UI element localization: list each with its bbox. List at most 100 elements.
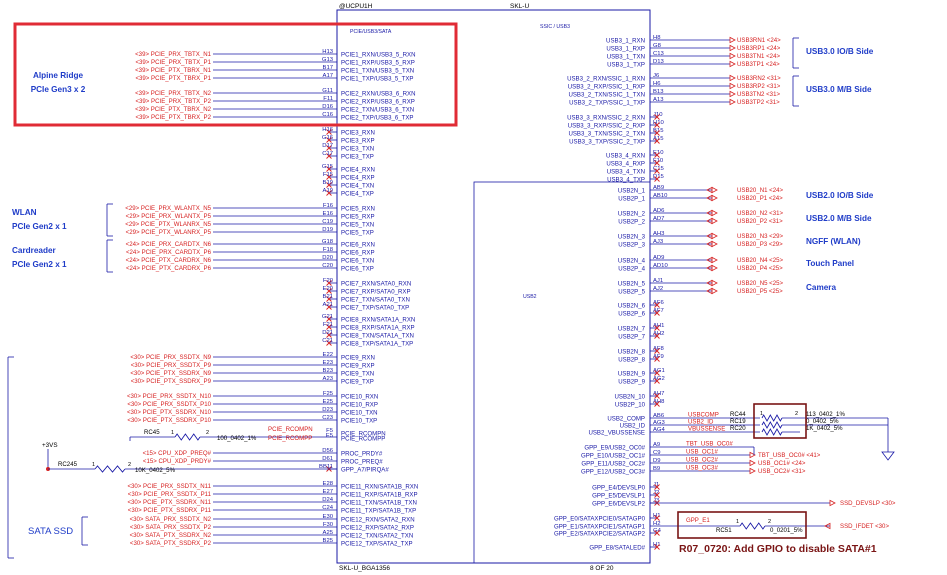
usb3-ball: H8 — [653, 35, 661, 41]
left-pin-name: PCIE9_TXN — [341, 371, 374, 378]
usb-misc-pin-name: USB2_VBUSSENSE — [588, 430, 645, 437]
nc-stroke — [326, 153, 332, 159]
left-ball: A21 — [323, 302, 333, 308]
left-ball: E30 — [323, 514, 334, 520]
left-net-label: <29> PCIE_PTX_WLANRX_P5 — [126, 229, 212, 236]
nc-stroke — [654, 378, 660, 384]
usb2-net-label: USB20_N4 <25> — [737, 257, 784, 264]
nc-stroke — [326, 288, 332, 294]
left-pin-name: PCIE3_TXP — [341, 154, 374, 161]
nc-stroke — [326, 340, 332, 346]
usb2-pin-name: USB2P_9 — [618, 379, 645, 386]
no-connect-mark — [654, 176, 660, 182]
usb2-ball: AJ2 — [653, 286, 663, 292]
usb2-net-label: USB20_N3 <29> — [737, 233, 784, 240]
chip-page: 8 OF 20 — [590, 565, 614, 572]
left-pin-name: PCIE11_RXN/SATA1B_RXN — [341, 484, 418, 491]
left-ball: A25 — [323, 530, 334, 536]
pin-number: 2 — [795, 411, 798, 417]
left-ball: C23 — [322, 415, 334, 421]
nc-stroke — [654, 152, 660, 158]
left-ball: D21 — [322, 330, 333, 336]
nc-stroke — [654, 356, 660, 362]
usb2-net-label: USB20_P5 <25> — [737, 288, 783, 295]
nc-stroke — [326, 324, 332, 330]
left-net-label: <29> PCIE_PTX_WLANRX_N5 — [125, 221, 211, 228]
left-pin-name: PCIE11_RXP/SATA1B_RXP — [341, 492, 418, 499]
nc-stroke — [326, 174, 332, 180]
usb2-net-label: USB20_N1 <24> — [737, 187, 784, 194]
side-label: Touch Panel — [806, 259, 854, 268]
nc-stroke — [654, 393, 660, 399]
group-label-wlan: WLAN — [12, 208, 37, 217]
left-ball: B23 — [323, 368, 334, 374]
gpp-ball: G4 — [653, 528, 662, 534]
rc45-val: 100_0402_1% — [217, 435, 257, 442]
gpp-ball: J1 — [653, 482, 659, 488]
nc-stroke — [326, 304, 332, 310]
left-pin-name: PCIE5_TXP — [341, 230, 374, 237]
usb2-ball: AD6 — [653, 208, 665, 214]
usb2-pin-name: USB2N_10 — [615, 394, 646, 401]
pin-number: 1 — [92, 462, 95, 468]
left-net-label: <30> PCIE_PTX_SSDRX_N11 — [127, 499, 211, 506]
left-pin-name: PCIE1_RXP/USB3_5_RXP — [341, 60, 415, 67]
no-connect-mark — [326, 296, 332, 302]
no-connect-mark — [326, 153, 332, 159]
gpp-pin-name: GPP_E4/DEVSLP0 — [592, 485, 645, 492]
left-net-label: <24> PCIE_PTX_CARDRX_N6 — [126, 257, 212, 264]
no-connect-mark — [326, 190, 332, 196]
gpp-pin-name: GPP_E11/USB2_OC2# — [581, 461, 645, 468]
resistor-rc245 — [94, 465, 126, 473]
left-ball: B21 — [323, 294, 333, 300]
usb2-off-page-arrow — [711, 194, 718, 202]
chip-ref: @UCPU1H — [339, 3, 373, 10]
left-ball: D24 — [322, 497, 334, 503]
usb-misc-pin-name: USB2_COMP — [607, 416, 645, 423]
no-connect-mark — [326, 182, 332, 188]
group-label-alpine-ridge-gen: PCIe Gen3 x 2 — [31, 85, 86, 94]
pin-number: 1 — [736, 519, 739, 525]
usb2-pin-name: USB2P_1 — [618, 196, 645, 203]
usb3-pin-name: USB3_4_RXN — [606, 153, 645, 160]
usb2-off-page-arrow — [711, 264, 718, 272]
usb3-net-label: USB3RP1 <24> — [737, 45, 781, 52]
usb-misc-net-label: USB2_ID — [688, 419, 714, 426]
usb-misc-pin-name: USB2_ID — [620, 423, 646, 430]
usb2-pin-name: USB2P_7 — [618, 334, 645, 341]
no-connect-mark — [654, 302, 660, 308]
highlight-box-usb-res — [753, 403, 807, 439]
oc-net-label: USB_OC2# <31> — [758, 468, 806, 475]
no-connect-mark — [326, 137, 332, 143]
usb2-sub-box — [473, 181, 651, 564]
usb-misc-ball: AG3 — [653, 420, 666, 426]
usb2-ball: AJ3 — [653, 239, 664, 245]
left-net-label: <24> PCIE_PRX_CARDTX_N6 — [126, 241, 212, 248]
pin-number: 2 — [768, 519, 771, 525]
highlight-box-alpine-ridge — [13, 22, 458, 127]
left-net-label: <39> PCIE_PTX_TBRX_P2 — [135, 114, 211, 121]
left-ball: A17 — [323, 73, 333, 79]
nc-stroke — [654, 401, 660, 407]
left-pin-name: PCIE10_RXP — [341, 402, 378, 409]
no-connect-mark — [654, 160, 660, 166]
left-net-label: <39> PCIE_PTX_TBRX_N2 — [135, 106, 211, 113]
left-ball: C24 — [322, 505, 334, 511]
left-ball: F5 — [326, 428, 334, 434]
left-pin-name: PCIE6_TXN — [341, 258, 374, 265]
no-connect-mark — [326, 324, 332, 330]
rcomp-p-label: PCIE_RCOMPP — [268, 435, 312, 442]
no-connect-mark — [654, 401, 660, 407]
left-ball: G21 — [322, 314, 333, 320]
left-ball: B17 — [323, 65, 333, 71]
no-connect-mark — [654, 378, 660, 384]
usb2-ball: AD10 — [653, 263, 668, 269]
oc-off-page-arrow — [749, 451, 756, 459]
usb3-ball: J10 — [653, 112, 663, 118]
usb3-pin-name: USB3_3_RXN/SSIC_2_RXN — [567, 115, 645, 122]
rc19-val: 0_0402_5% — [806, 418, 839, 425]
left-pin-name: PCIE12_RXN/SATA2_RXN — [341, 517, 415, 524]
pin-number: 2 — [128, 462, 131, 468]
